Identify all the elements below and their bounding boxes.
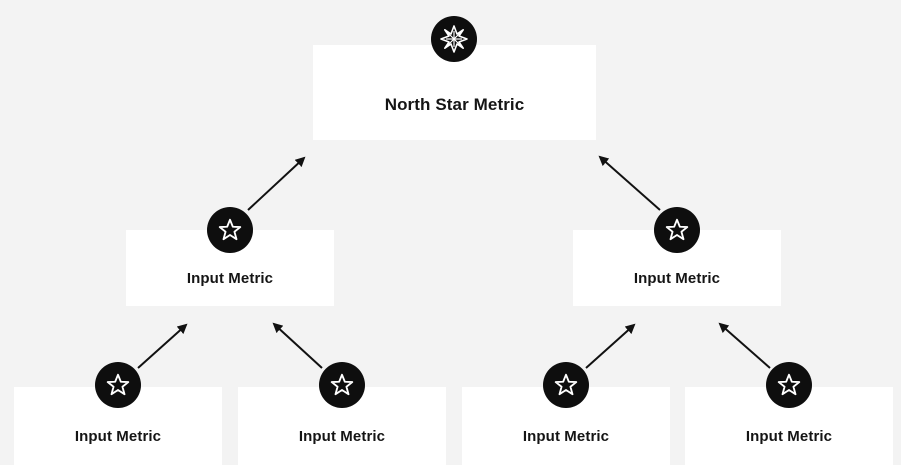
star-outline-icon — [766, 362, 812, 408]
star-outline-icon — [654, 207, 700, 253]
arrow-left-input-to-north-star — [247, 156, 306, 211]
star-outline-icon — [207, 207, 253, 253]
star-outline-icon — [543, 362, 589, 408]
north-star-metric-card: North Star Metric — [313, 45, 596, 140]
input-metric-label: Input Metric — [298, 427, 386, 445]
arrow-leaf4-to-right-input — [718, 322, 771, 369]
arrow-leaf1-to-left-input — [137, 323, 188, 369]
arrow-right-input-to-north-star — [598, 155, 661, 211]
arrow-leaf2-to-left-input — [272, 322, 323, 369]
input-metric-label: Input Metric — [633, 269, 721, 287]
north-star-metric-label: North Star Metric — [384, 94, 525, 114]
input-metric-label: Input Metric — [74, 427, 162, 445]
input-metric-label: Input Metric — [186, 269, 274, 287]
arrow-leaf3-to-right-input — [585, 323, 636, 369]
input-metric-label: Input Metric — [522, 427, 610, 445]
star-outline-icon — [95, 362, 141, 408]
compass-star-icon — [431, 16, 477, 62]
star-outline-icon — [319, 362, 365, 408]
input-metric-label: Input Metric — [745, 427, 833, 445]
